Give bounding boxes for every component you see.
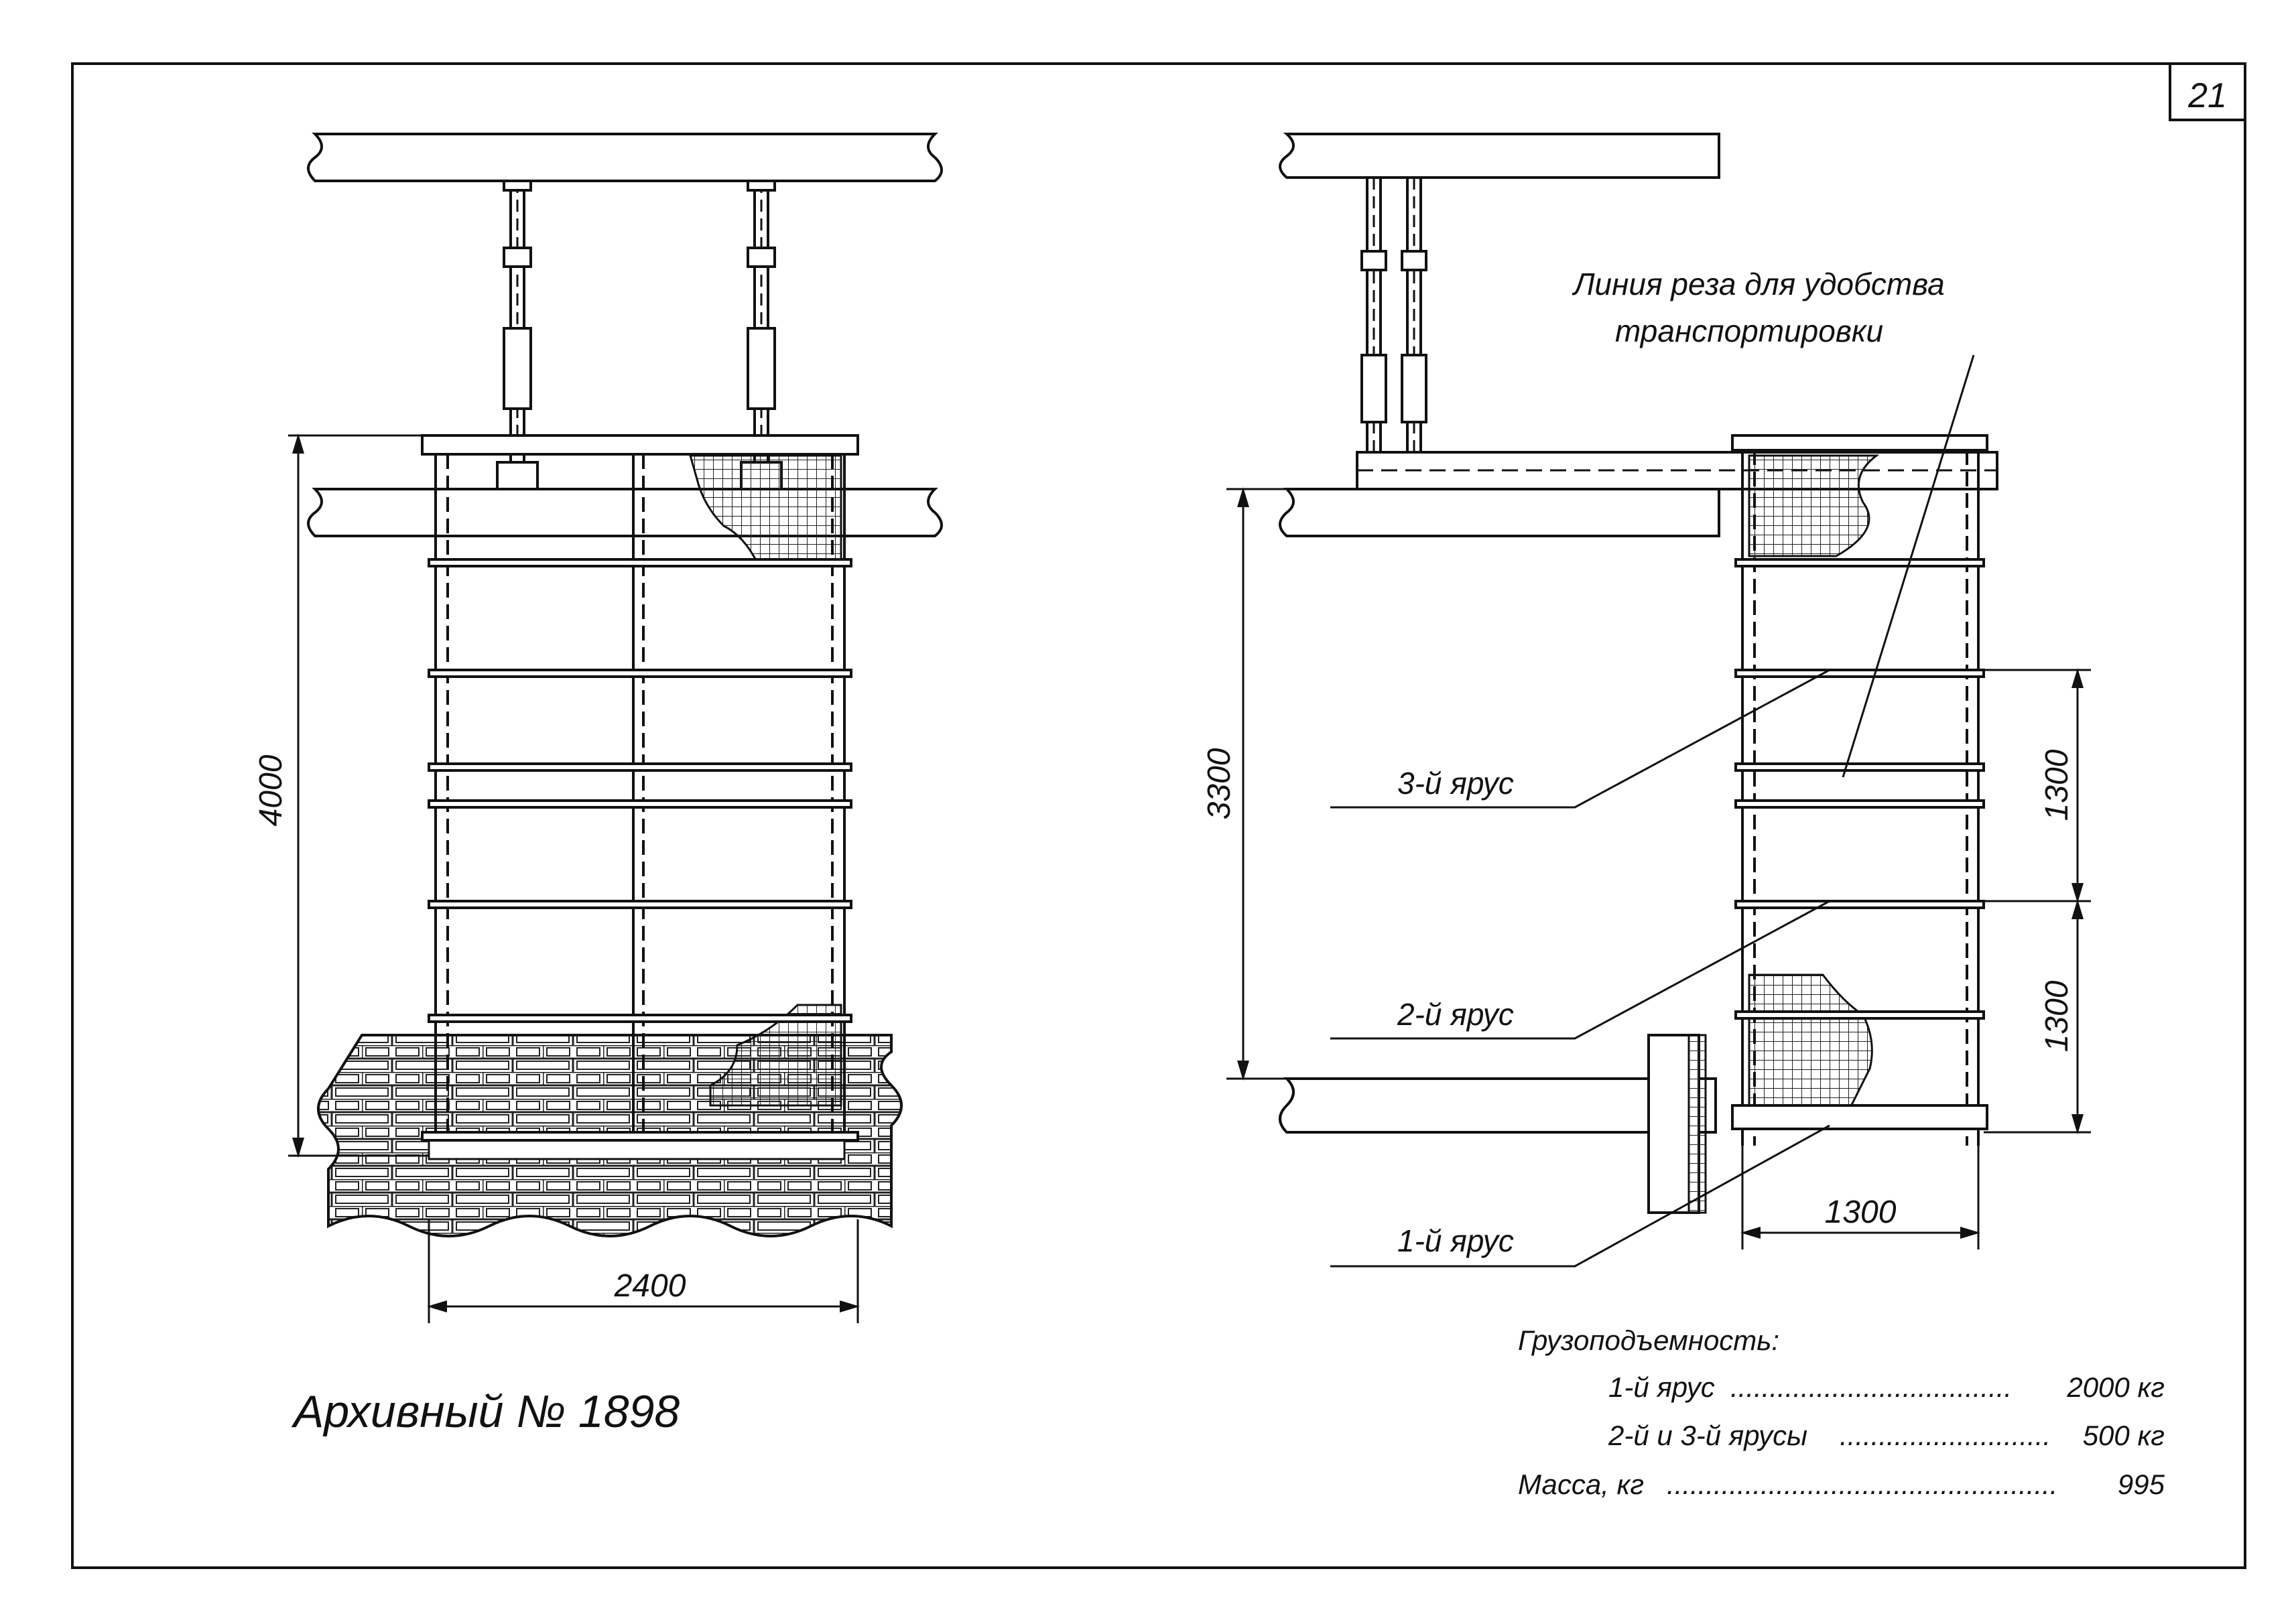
lower-beam-side bbox=[1279, 1077, 1717, 1134]
spec-row-mass-value: 995 bbox=[2118, 1469, 2165, 1500]
spec-row-tier1-value: 2000 кг bbox=[2066, 1371, 2165, 1403]
spec-row-tier23-value: 500 кг bbox=[2083, 1420, 2165, 1451]
dimension-tier-spacing bbox=[1984, 668, 2091, 1134]
floor-beam-front bbox=[307, 488, 943, 537]
specs-block: Грузоподъемность: 1-й ярус .............… bbox=[1518, 1325, 2165, 1500]
spec-row-mass-leader: ........................................… bbox=[1667, 1469, 2057, 1500]
top-plate-side bbox=[1731, 434, 1988, 452]
spec-row-tier23-leader: ........................... bbox=[1840, 1420, 2051, 1451]
page-number: 21 bbox=[2187, 76, 2227, 115]
tier-label-1: 1-й ярус bbox=[1397, 1223, 1514, 1258]
suspension-rods-side bbox=[1360, 178, 1427, 452]
ceiling-beam-front bbox=[307, 133, 943, 182]
cut-line-label-line1: Линия реза для удобства bbox=[1572, 267, 1945, 301]
dimension-1300-top: 1300 bbox=[2039, 749, 2075, 821]
top-plate-front bbox=[421, 434, 859, 456]
mesh-top-side bbox=[1748, 454, 1880, 557]
tier-label-3: 3-й ярус bbox=[1397, 766, 1514, 801]
cut-line-label-line2: транспортировки bbox=[1615, 314, 1883, 348]
page-number-box: 21 bbox=[2169, 62, 2246, 121]
dimension-width-front bbox=[427, 1219, 860, 1323]
spec-row-tier1-label: 1-й ярус bbox=[1608, 1371, 1715, 1403]
frame-shelves-front bbox=[421, 558, 859, 1142]
dimension-height-side bbox=[1226, 487, 1347, 1081]
cut-line-leader bbox=[1842, 354, 1975, 778]
frame-posts-front bbox=[434, 454, 846, 1139]
floor-beam-side bbox=[1279, 488, 1720, 537]
dimension-height-front bbox=[288, 433, 429, 1158]
front-view: 4000 2400 bbox=[253, 133, 943, 1323]
dimension-width-side bbox=[1740, 1139, 1980, 1249]
dimension-1300-bottom: 1300 bbox=[2039, 980, 2075, 1052]
frame-shelves-side bbox=[1731, 558, 1988, 1130]
suspension-rod-right bbox=[747, 180, 776, 462]
dimension-3300: 3300 bbox=[1202, 748, 1237, 819]
side-view: Линия реза для удобства транспортировки … bbox=[1202, 133, 2091, 1268]
dimension-4000: 4000 bbox=[253, 754, 289, 826]
suspension-rod-left bbox=[503, 180, 532, 462]
spec-row-tier23-label: 2-й и 3-й ярусы bbox=[1608, 1420, 1807, 1451]
ceiling-beam-side bbox=[1279, 133, 1720, 179]
archive-number: Архивный № 1898 bbox=[291, 1386, 680, 1437]
spec-row-tier1-leader: .................................... bbox=[1730, 1371, 2012, 1403]
tier-leaders bbox=[1330, 669, 1830, 1268]
dimension-2400: 2400 bbox=[614, 1268, 686, 1304]
mesh-bottom-side bbox=[1748, 973, 1873, 1110]
mesh-top-front bbox=[689, 454, 842, 564]
dimension-1300-width: 1300 bbox=[1825, 1195, 1897, 1230]
sheet-frame bbox=[71, 62, 2246, 1569]
tier-label-2: 2-й ярус bbox=[1397, 997, 1514, 1032]
spec-row-mass-label: Масса, кг bbox=[1518, 1469, 1644, 1500]
capacity-title: Грузоподъемность: bbox=[1518, 1325, 1779, 1356]
